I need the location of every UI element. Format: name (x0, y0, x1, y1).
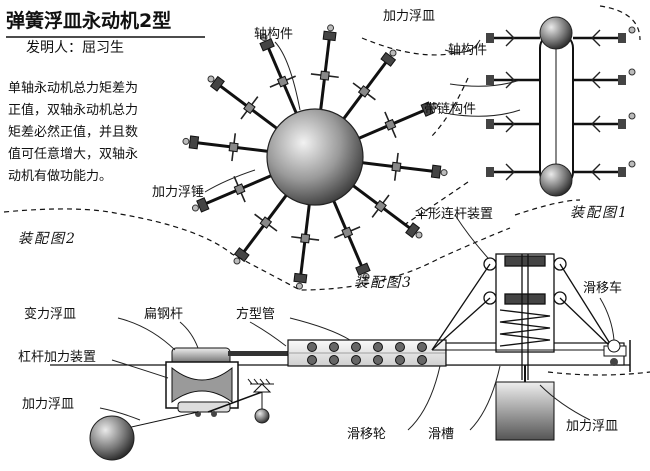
roller (307, 355, 317, 365)
roller (395, 342, 405, 352)
description-line: 动机有做功能力。 (8, 169, 113, 184)
chain-arm-right (573, 112, 636, 133)
roller (373, 342, 383, 352)
chain-machine (539, 16, 574, 197)
bottom-float-ball (89, 415, 135, 461)
label-assembly2: 装配图2 (18, 231, 77, 247)
label-assembly1: 装配图1 (570, 205, 629, 221)
label-wheel: 滑移轮 (347, 427, 387, 442)
label-push-top: 加力浮皿 (383, 9, 436, 24)
description-line: 单轴永动机总力矩差为 (8, 81, 139, 96)
spoke-arm (349, 182, 423, 239)
description-line: 正值，双轴永动机总力 (8, 103, 139, 118)
spoke-arm (310, 24, 339, 114)
chain-arm-right (573, 26, 636, 47)
spoke-arm (358, 152, 448, 181)
spoke-arm (191, 172, 276, 213)
label-hammer: 加力浮锤 (152, 185, 205, 200)
lever-apparatus (117, 347, 288, 431)
label-push-left: 加力浮皿 (22, 397, 75, 412)
roller (329, 342, 339, 352)
spoke-arm (207, 75, 281, 132)
roller (307, 342, 317, 352)
label-tube: 方型管 (236, 307, 276, 322)
description-line: 矩差必然正值，并且数 (8, 125, 139, 140)
roller (395, 355, 405, 365)
diagram-title: 弹簧浮皿永动机2型 (6, 10, 172, 32)
groove-block (495, 365, 555, 441)
spoke-arm (354, 101, 439, 142)
label-lever: 杠杆加力装置 (18, 350, 97, 365)
roller (417, 342, 427, 352)
spoke-arm (340, 49, 397, 123)
chain-arm-left (486, 163, 540, 181)
dashed-separators (3, 5, 650, 376)
roller (351, 342, 361, 352)
label-variable: 变力浮皿 (24, 307, 77, 322)
slide-cart (603, 339, 631, 372)
leader-lines (99, 39, 615, 431)
spoke-arm (291, 200, 320, 290)
spoke-arm (182, 133, 272, 162)
roller (351, 355, 361, 365)
spoke-arm (330, 196, 371, 281)
description: 单轴永动机总力矩差为 正值，双轴永动机总力 矩差必然正值，并且数 值可任意增大，… (8, 78, 138, 188)
label-shaft-left: 轴构件 (254, 27, 294, 42)
label-shaft-right: 轴构件 (448, 43, 488, 58)
label-assembly3: 装配图3 (354, 275, 413, 291)
chain-arm-left (486, 71, 540, 89)
chain-arm-right (573, 68, 636, 89)
chain-arm-left (486, 115, 540, 133)
label-umbrella: 伞形连杆装置 (415, 207, 494, 222)
chain-arm-right (573, 160, 636, 181)
wheel-spokes (182, 24, 448, 290)
spoke-arm (233, 191, 290, 265)
spoke-arm (259, 33, 300, 118)
label-push-bottom: 加力浮皿 (566, 419, 619, 434)
umbrella-linkage (431, 253, 615, 380)
tube-rollers (307, 342, 427, 365)
label-flatbar: 扁钢杆 (144, 307, 184, 322)
chain-arm-left (486, 29, 540, 47)
roller (373, 355, 383, 365)
label-chain: 带链构件 (424, 102, 477, 117)
roller (329, 355, 339, 365)
chain-arms (486, 26, 636, 181)
inventor-line: 发明人：屈习生 (26, 40, 124, 56)
label-cart: 滑移车 (583, 281, 623, 296)
label-groove: 滑槽 (428, 427, 455, 442)
roller (417, 355, 427, 365)
main-wheel (266, 108, 364, 206)
description-line: 值可任意增大，双轴永 (8, 147, 139, 162)
